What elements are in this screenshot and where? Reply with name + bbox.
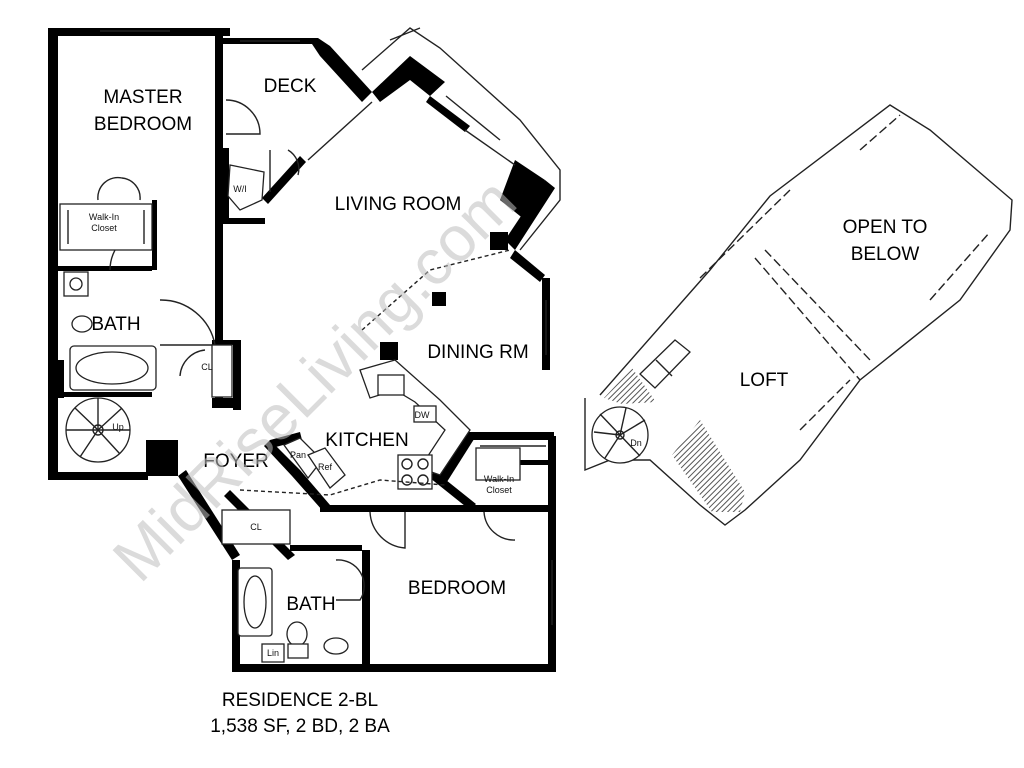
- loft-level: [584, 104, 1013, 526]
- label-bedroom: BEDROOM: [408, 578, 506, 599]
- label-kitchen: KITCHEN: [325, 430, 408, 451]
- label-walkin-2b: Closet: [486, 485, 512, 495]
- label-open-2: BELOW: [851, 244, 920, 265]
- label-loft: LOFT: [740, 370, 789, 391]
- label-lin: Lin: [267, 648, 279, 658]
- watermark: MidRiseLiving.com: [99, 164, 530, 595]
- fixture-labels: Walk-In Closet Walk-In Closet W/I CL CL …: [89, 184, 642, 658]
- label-ref: Ref: [318, 462, 333, 472]
- label-open-1: OPEN TO: [843, 217, 928, 238]
- fixtures: [59, 164, 546, 663]
- caption-specs: 1,538 SF, 2 BD, 2 BA: [210, 716, 390, 737]
- caption-residence: RESIDENCE 2-BL: [221, 690, 379, 711]
- label-living-room: LIVING ROOM: [335, 194, 462, 215]
- label-deck: DECK: [264, 76, 317, 97]
- room-labels: MASTER BEDROOM DECK LIVING ROOM DINING R…: [91, 76, 927, 615]
- label-dw: DW: [415, 410, 430, 420]
- label-master-2: BEDROOM: [94, 114, 192, 135]
- label-cl-2: CL: [250, 522, 262, 532]
- label-dn: Dn: [630, 438, 642, 448]
- label-pan: Pan: [290, 450, 306, 460]
- label-walkin-2a: Walk-In: [484, 474, 514, 484]
- door-swings: [97, 99, 516, 601]
- label-master-1: MASTER: [103, 87, 182, 108]
- label-walkin-1a: Walk-In: [89, 212, 119, 222]
- label-walkin-1b: Closet: [91, 223, 117, 233]
- label-bath-1: BATH: [91, 314, 140, 335]
- label-wi: W/I: [233, 184, 247, 194]
- label-cl-1: CL: [201, 362, 213, 372]
- label-up: Up: [112, 422, 124, 432]
- label-bath-2: BATH: [286, 594, 335, 615]
- label-dining: DINING RM: [427, 342, 528, 363]
- label-foyer: FOYER: [203, 451, 268, 472]
- windows: [100, 27, 561, 625]
